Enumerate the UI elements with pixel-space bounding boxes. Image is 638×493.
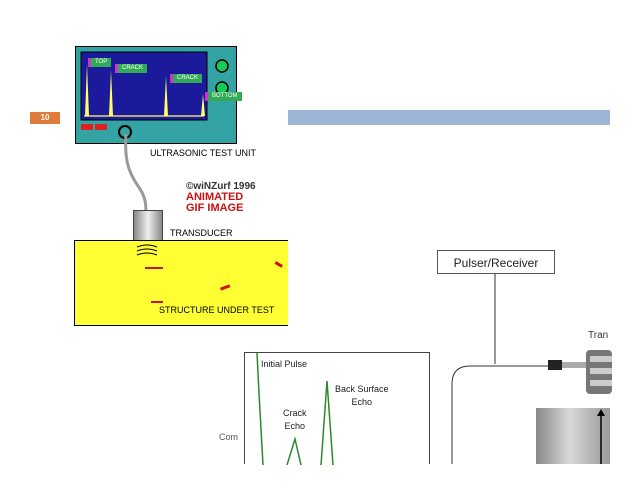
gif-line-1: ANIMATED: [186, 191, 244, 203]
screen-tag-crack-1: CRACK: [115, 64, 148, 73]
test-block: [536, 408, 610, 464]
screen-tag-top: TOP: [88, 58, 112, 67]
back-surface-echo-label: Back Surface Echo: [335, 383, 389, 409]
schematic-transducer: [548, 350, 612, 394]
crack-echo-label: Crack Echo: [283, 407, 307, 433]
structure-under-test: STRUCTURE UNDER TEST: [74, 240, 288, 326]
pulser-receiver-box: Pulser/Receiver: [437, 250, 555, 274]
gif-line-2: GIF IMAGE: [186, 202, 244, 214]
credit-text: ©wiNZurf 1996: [186, 181, 256, 192]
structure-label: STRUCTURE UNDER TEST: [159, 305, 275, 315]
initial-pulse-label: Initial Pulse: [261, 359, 308, 369]
transducer-label-partial: Tran: [588, 330, 609, 341]
schematic-wires: [451, 274, 570, 464]
header-bar: [288, 110, 610, 125]
unit-label: ULTRASONIC TEST UNIT: [150, 148, 257, 158]
screen-tag-crack-2: CRACK: [170, 74, 203, 83]
thickness-arrow: [597, 409, 605, 464]
cable: [124, 134, 148, 214]
transducer: [133, 210, 163, 242]
gif-credit: ©wiNZurf 1996 ANIMATED GIF IMAGE: [186, 182, 256, 214]
crack-echo-line1: Crack: [283, 408, 307, 418]
crack-echo-line2: Echo: [284, 421, 306, 431]
com-label-partial: Com: [219, 432, 239, 442]
transducer-label: TRANSDUCER: [170, 228, 233, 238]
slide-number: 10: [30, 112, 60, 124]
back-echo-line1: Back Surface: [335, 384, 389, 394]
screen-tag-bottom: BOTTOM: [205, 92, 242, 101]
back-echo-line2: Echo: [351, 397, 373, 407]
a-scan-display: Initial Pulse Crack Echo Back Surface Ec…: [244, 352, 430, 465]
